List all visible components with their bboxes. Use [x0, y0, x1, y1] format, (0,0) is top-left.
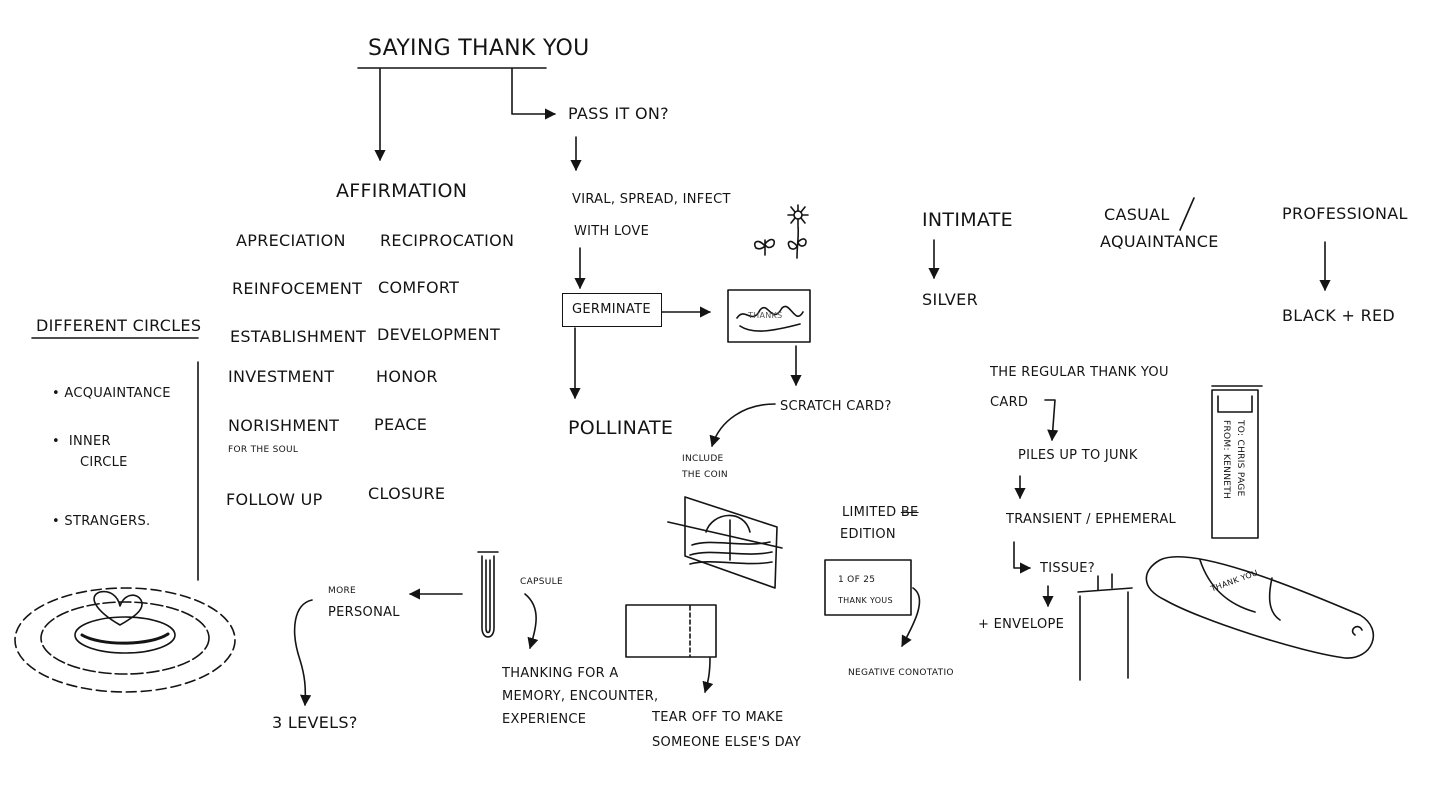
regular-card-text: THE REGULAR THANK YOU — [990, 365, 1169, 380]
germinate-label: GERMINATE — [572, 302, 651, 317]
arrow-title-to-pass — [511, 68, 557, 120]
circle-item-label: STRANGERS. — [64, 514, 151, 529]
affirmation-item: COMFORT — [378, 278, 460, 297]
limited-edition-card — [824, 559, 912, 616]
name-tag-drawing — [1211, 385, 1263, 539]
affirmation-item: NORISHMENT — [228, 416, 340, 435]
arrow-personal-to-levels — [293, 599, 313, 707]
more-personal-label: PERSONAL — [328, 605, 400, 620]
germinate-box — [562, 293, 662, 327]
affirmation-item: DEVELOPMENT — [377, 325, 501, 344]
affirmation-item: ESTABLISHMENT — [230, 327, 367, 346]
thanking-text: MEMORY, ENCOUNTER, — [502, 689, 659, 704]
thanking-text: EXPERIENCE — [502, 712, 587, 727]
piles-up-label: PILES UP TO JUNK — [1018, 448, 1138, 463]
rolled-card-drawing — [1145, 555, 1375, 659]
thanking-text: THANKING FOR A — [502, 666, 619, 681]
tissue-tube-drawing — [1077, 573, 1133, 681]
viral-text: WITH LOVE — [574, 224, 650, 239]
affirmation-item: PEACE — [374, 415, 428, 434]
transient-label: TRANSIENT / EPHEMERAL — [1006, 512, 1177, 527]
circle-item: CIRCLE — [80, 455, 128, 470]
arrow-limited-to-negative — [901, 587, 921, 647]
more-personal-label: MORE — [328, 586, 356, 596]
scratch-card-drawing — [667, 496, 783, 589]
envelope-label: + ENVELOPE — [978, 617, 1065, 632]
regular-card-text: CARD — [990, 395, 1029, 410]
negative-connotation-label: NEGATIVE CONOTATIO — [848, 668, 954, 678]
circle-item: • ACQUAINTANCE — [52, 386, 171, 401]
affirmation-item: HONOR — [376, 367, 438, 386]
limited-card-sub: THANK YOUS — [838, 596, 893, 605]
affirmation-item: APRECIATION — [236, 231, 346, 250]
flower-drawing — [787, 204, 809, 259]
affirmation-item: RECIPROCATION — [380, 231, 515, 250]
circle-item-label: INNER — [68, 434, 111, 449]
circle-item: • STRANGERS. — [52, 514, 151, 529]
card-scribble-label: THANKS — [748, 311, 783, 320]
circle-item: • INNER — [52, 434, 111, 449]
viral-text: VIRAL, SPREAD, INFECT — [572, 192, 731, 207]
tier-black-red: BLACK + RED — [1282, 306, 1396, 325]
capsule-drawing — [477, 551, 499, 638]
three-levels-label: 3 LEVELS? — [272, 713, 358, 732]
pollinate-label: POLLINATE — [568, 417, 674, 439]
tear-off-card-drawing — [625, 604, 717, 658]
scratch-card-label: SCRATCH CARD? — [780, 399, 892, 414]
include-coin-label: THE COIN — [682, 470, 728, 480]
tier-casual: CASUAL — [1104, 205, 1170, 224]
tissue-label: TISSUE? — [1040, 561, 1096, 576]
sprout-drawing — [753, 238, 776, 256]
affirmation-item: FOLLOW UP — [226, 490, 323, 509]
tier-intimate: INTIMATE — [922, 209, 1013, 231]
diagram-title: SAYING THANK YOU — [368, 36, 590, 61]
affirmation-heading: AFFIRMATION — [336, 180, 468, 202]
tear-off-text: TEAR OFF TO MAKE — [652, 710, 784, 725]
arrow-transient-to-tissue — [1013, 541, 1032, 574]
limited-word: LIMITED — [842, 505, 897, 520]
capsule-label: CAPSULE — [520, 577, 563, 587]
limited-text: EDITION — [840, 527, 896, 542]
affirmation-item: CLOSURE — [368, 484, 446, 503]
tier-silver: SILVER — [922, 290, 979, 309]
limited-card-count: 1 OF 25 — [838, 575, 876, 585]
affirmation-subitem: FOR THE SOUL — [228, 445, 299, 455]
arrow-scratch-to-coin — [709, 403, 776, 448]
arrow-tear-off — [702, 657, 714, 694]
tag-to-text: TO: CHRIS PAGE — [1235, 420, 1245, 497]
thanks-card-drawing — [727, 289, 811, 343]
include-coin-label: INCLUDE — [682, 454, 724, 464]
circle-item-label: ACQUAINTANCE — [64, 386, 171, 401]
casual-slash — [1179, 197, 1195, 231]
tag-from-text: FROM: KENNETH — [1221, 420, 1231, 500]
affirmation-item: REINFOCEMENT — [232, 279, 363, 298]
concentric-circles-drawing — [14, 587, 236, 693]
limited-text: LIMITED BE — [842, 506, 919, 519]
pass-it-on-label: PASS IT ON? — [568, 104, 669, 123]
arrow-capsule-to-thanking — [524, 593, 539, 650]
affirmation-item: INVESTMENT — [228, 367, 335, 386]
tear-off-text: SOMEONE ELSE'S DAY — [652, 735, 802, 750]
arrow-card-to-piles — [1044, 399, 1059, 442]
tier-professional: PROFESSIONAL — [1282, 204, 1408, 223]
tier-casual: AQUAINTANCE — [1100, 232, 1219, 251]
circles-heading: DIFFERENT CIRCLES — [36, 316, 202, 335]
struck-word: BE — [900, 505, 919, 520]
